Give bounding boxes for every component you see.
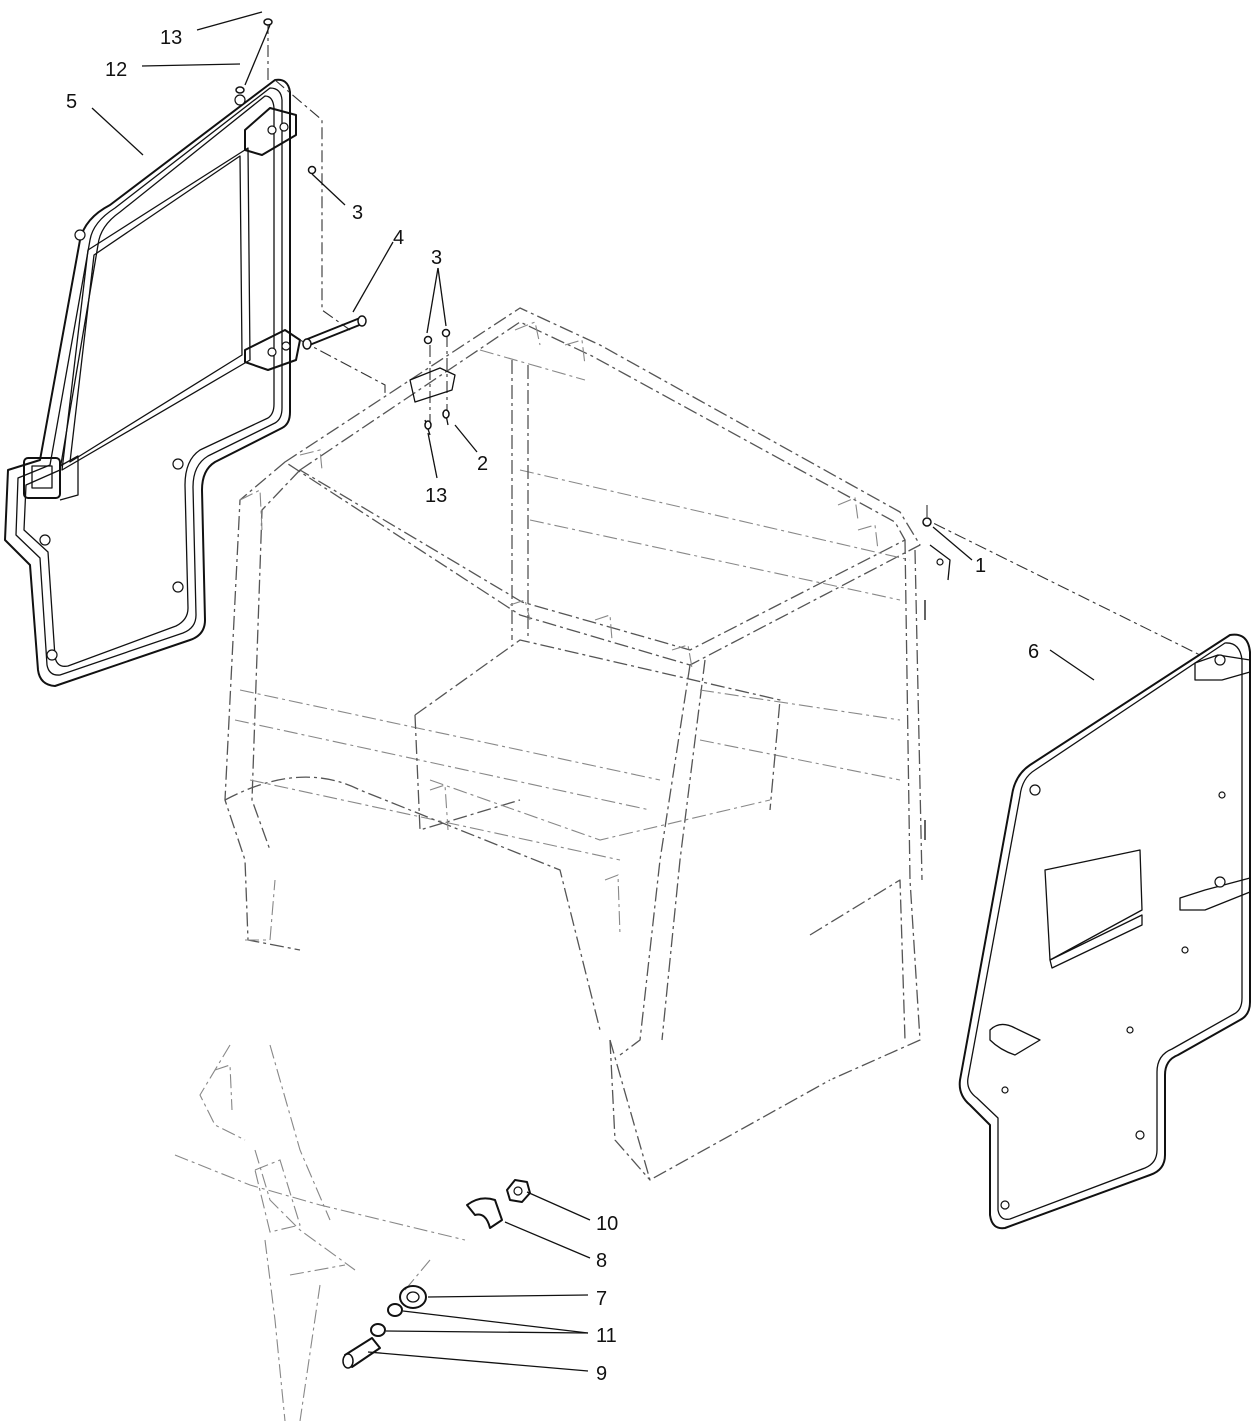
right-door <box>958 633 1251 1230</box>
callout-labels: 13 12 5 3 4 3 2 13 1 6 10 8 7 11 9 <box>66 27 1039 1385</box>
callout-6: 6 <box>1028 641 1039 663</box>
callout-4: 4 <box>393 227 404 249</box>
callout-3-mid: 3 <box>431 247 442 269</box>
callout-9: 9 <box>596 1363 607 1385</box>
callout-3-top: 3 <box>352 202 363 224</box>
leader-lines <box>91 11 1095 1372</box>
cab-frame <box>224 307 923 1181</box>
callout-1: 1 <box>975 555 986 577</box>
callout-8: 8 <box>596 1250 607 1272</box>
callout-12: 12 <box>105 59 127 81</box>
callout-2: 2 <box>477 453 488 475</box>
callout-13-top: 13 <box>160 27 182 49</box>
callout-7: 7 <box>596 1288 607 1310</box>
callout-13-mid: 13 <box>425 485 447 507</box>
detail-inset <box>174 1044 531 1421</box>
projection-lines <box>267 22 1201 656</box>
left-door <box>4 78 301 687</box>
callout-11: 11 <box>596 1325 617 1347</box>
callout-5: 5 <box>66 91 77 113</box>
callout-10: 10 <box>596 1213 618 1235</box>
hardware <box>235 18 951 840</box>
